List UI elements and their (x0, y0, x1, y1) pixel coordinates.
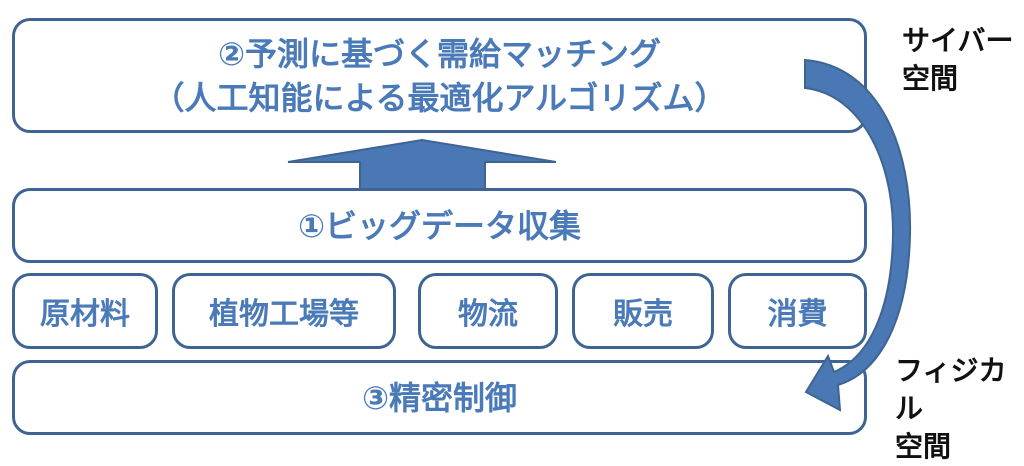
source-logistics: 物流 (418, 273, 558, 349)
big-data-box: ①ビッグデータ収集 (12, 188, 867, 263)
precision-control-box: ③精密制御 (12, 360, 867, 435)
physical-space-label: フィジカル 空間 (895, 352, 1024, 466)
cycle-arrow (804, 58, 912, 412)
arrows (287, 138, 557, 191)
cyber-label-line1: サイバー (902, 24, 1014, 57)
source-label: 販売 (613, 297, 673, 332)
cycle-arrow-layer (804, 58, 912, 412)
source-label: 植物工場等 (209, 297, 359, 332)
big-data-label: ①ビッグデータ収集 (297, 206, 582, 245)
matching-box: ②予測に基づく需給マッチング （人工知能による最適化アルゴリズム） (12, 18, 867, 133)
matching-title: ②予測に基づく需給マッチング (217, 34, 662, 73)
cyber-space-label: サイバー 空間 (902, 22, 1013, 98)
source-raw-materials: 原材料 (12, 273, 158, 349)
source-label: 物流 (458, 297, 518, 332)
matching-subtitle: （人工知能による最適化アルゴリズム） (152, 78, 727, 117)
source-sales: 販売 (572, 273, 714, 349)
up-arrow (287, 138, 557, 191)
precision-control-label: ③精密制御 (361, 378, 518, 417)
source-label: 消費 (767, 297, 828, 332)
physical-label-line1: フィジカル (895, 354, 1007, 425)
physical-label-line2: 空間 (895, 430, 952, 463)
source-consumption: 消費 (728, 273, 867, 349)
source-plant-factory: 植物工場等 (172, 273, 396, 349)
source-label: 原材料 (40, 297, 130, 332)
cyber-label-line2: 空間 (902, 62, 959, 95)
